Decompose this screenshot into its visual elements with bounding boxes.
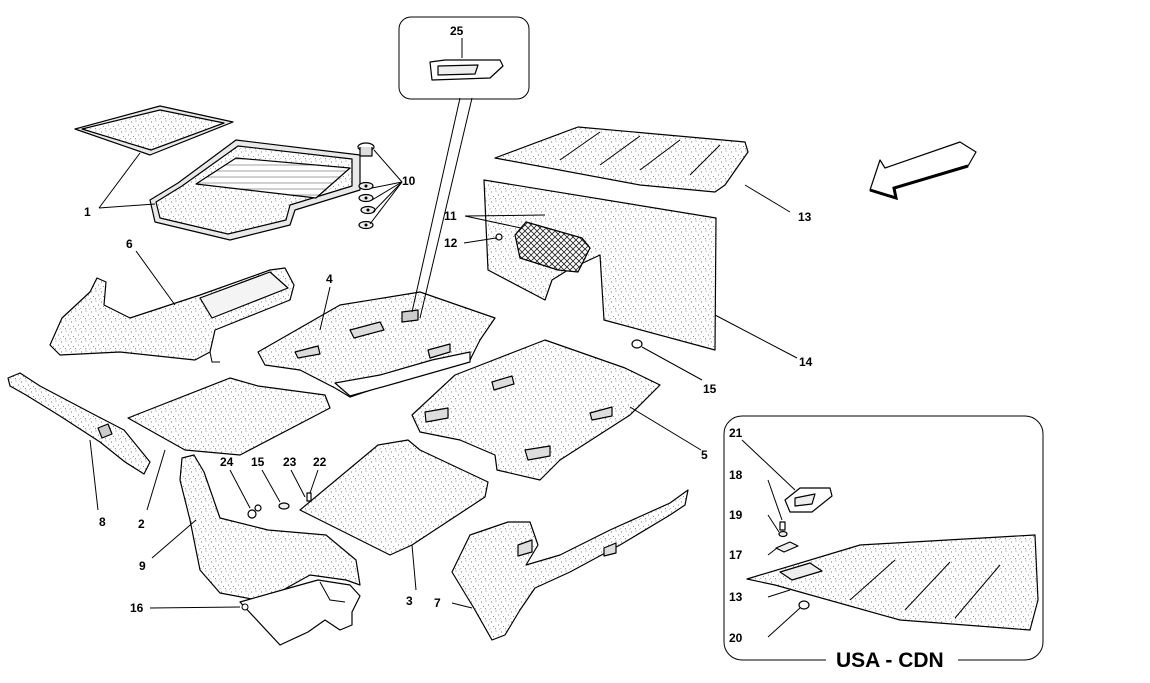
floor-mat-large	[149, 139, 361, 241]
floor-panel	[299, 439, 489, 556]
callout-16: 16	[130, 601, 144, 615]
callout-19: 19	[729, 508, 743, 522]
callout-11: 11	[444, 209, 457, 223]
callout-20: 20	[729, 631, 743, 645]
callout-2: 2	[138, 517, 145, 531]
inset-usa-cdn	[723, 415, 1044, 670]
tunnel-cover	[49, 267, 295, 363]
callout-13: 13	[798, 210, 812, 224]
direction-arrow-icon	[869, 141, 977, 201]
callout-4: 4	[326, 272, 333, 286]
floor-mat-small	[74, 105, 234, 156]
callout-21: 21	[729, 426, 743, 440]
callout-13-inset: 13	[729, 590, 743, 604]
front-floor-carpet	[411, 339, 661, 481]
leader-lines	[89, 38, 801, 638]
callout-14: 14	[799, 355, 813, 369]
callout-1: 1	[84, 205, 91, 219]
callout-10: 10	[402, 174, 416, 188]
callout-3: 3	[406, 594, 413, 608]
callout-23: 23	[283, 455, 297, 469]
callout-15-lower: 15	[251, 455, 265, 469]
center-floor-carpet	[257, 291, 496, 398]
floor-panel-rear	[127, 377, 331, 456]
mounting-bracket	[239, 579, 361, 646]
callout-17: 17	[729, 548, 743, 562]
rear-bulkhead-trim	[483, 179, 717, 351]
callout-22: 22	[313, 455, 327, 469]
inset-detail-25	[398, 16, 530, 100]
callout-15: 15	[703, 382, 717, 396]
inset-region-label: USA - CDN	[836, 649, 944, 672]
callout-6: 6	[126, 237, 133, 251]
side-trim	[7, 372, 151, 475]
callout-7: 7	[434, 596, 441, 610]
callout-8: 8	[99, 515, 106, 529]
small-fasteners	[247, 492, 312, 519]
callout-9: 9	[139, 559, 146, 573]
callout-24: 24	[220, 455, 234, 469]
callout-18: 18	[729, 468, 743, 482]
side-sill-trim	[451, 489, 689, 641]
footwell-liner	[179, 454, 361, 601]
callout-25: 25	[450, 24, 464, 38]
callout-12: 12	[444, 236, 458, 250]
fastener-set	[357, 142, 376, 230]
luggage-floor	[494, 126, 749, 193]
callout-5: 5	[701, 448, 708, 462]
